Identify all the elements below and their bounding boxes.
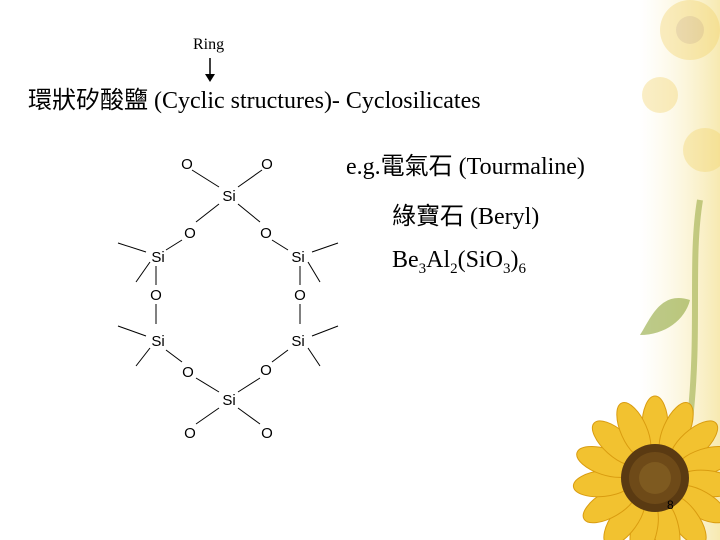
- silicon-atom: Si: [291, 249, 304, 266]
- faint-flower-top-icon: [642, 0, 720, 172]
- oxygen-atom: O: [150, 287, 162, 304]
- example-beryl: 綠寶石 (Beryl): [392, 204, 540, 230]
- oxygen-atom: O: [260, 362, 272, 379]
- example-tourmaline: e.g.電氣石 (Tourmaline): [346, 154, 585, 180]
- silicon-atom: Si: [222, 188, 235, 205]
- oxygen-atom: O: [182, 364, 194, 381]
- slide-title: 環狀矽酸鹽 (Cyclic structures)- Cyclosilicate…: [28, 88, 481, 114]
- structure-atoms: O O Si O O Si Si O O Si Si O O Si O O: [150, 156, 306, 442]
- oxygen-atom: O: [184, 225, 196, 242]
- oxygen-atom: O: [260, 225, 272, 242]
- silicon-atom: Si: [151, 333, 164, 350]
- silicon-atom: Si: [151, 249, 164, 266]
- beryl-formula: Be3Al2(SiO3)6: [392, 247, 527, 277]
- silicon-atom: Si: [291, 333, 304, 350]
- oxygen-atom: O: [184, 425, 196, 442]
- oxygen-atom: O: [261, 156, 273, 173]
- structure-bonds: [117, 169, 339, 425]
- oxygen-atom: O: [294, 287, 306, 304]
- ring-annotation-label: Ring: [193, 36, 225, 53]
- page-number: 8: [667, 498, 674, 512]
- oxygen-atom: O: [261, 425, 273, 442]
- sunflower-icon: [572, 395, 720, 540]
- silicon-atom: Si: [222, 392, 235, 409]
- oxygen-atom: O: [181, 156, 193, 173]
